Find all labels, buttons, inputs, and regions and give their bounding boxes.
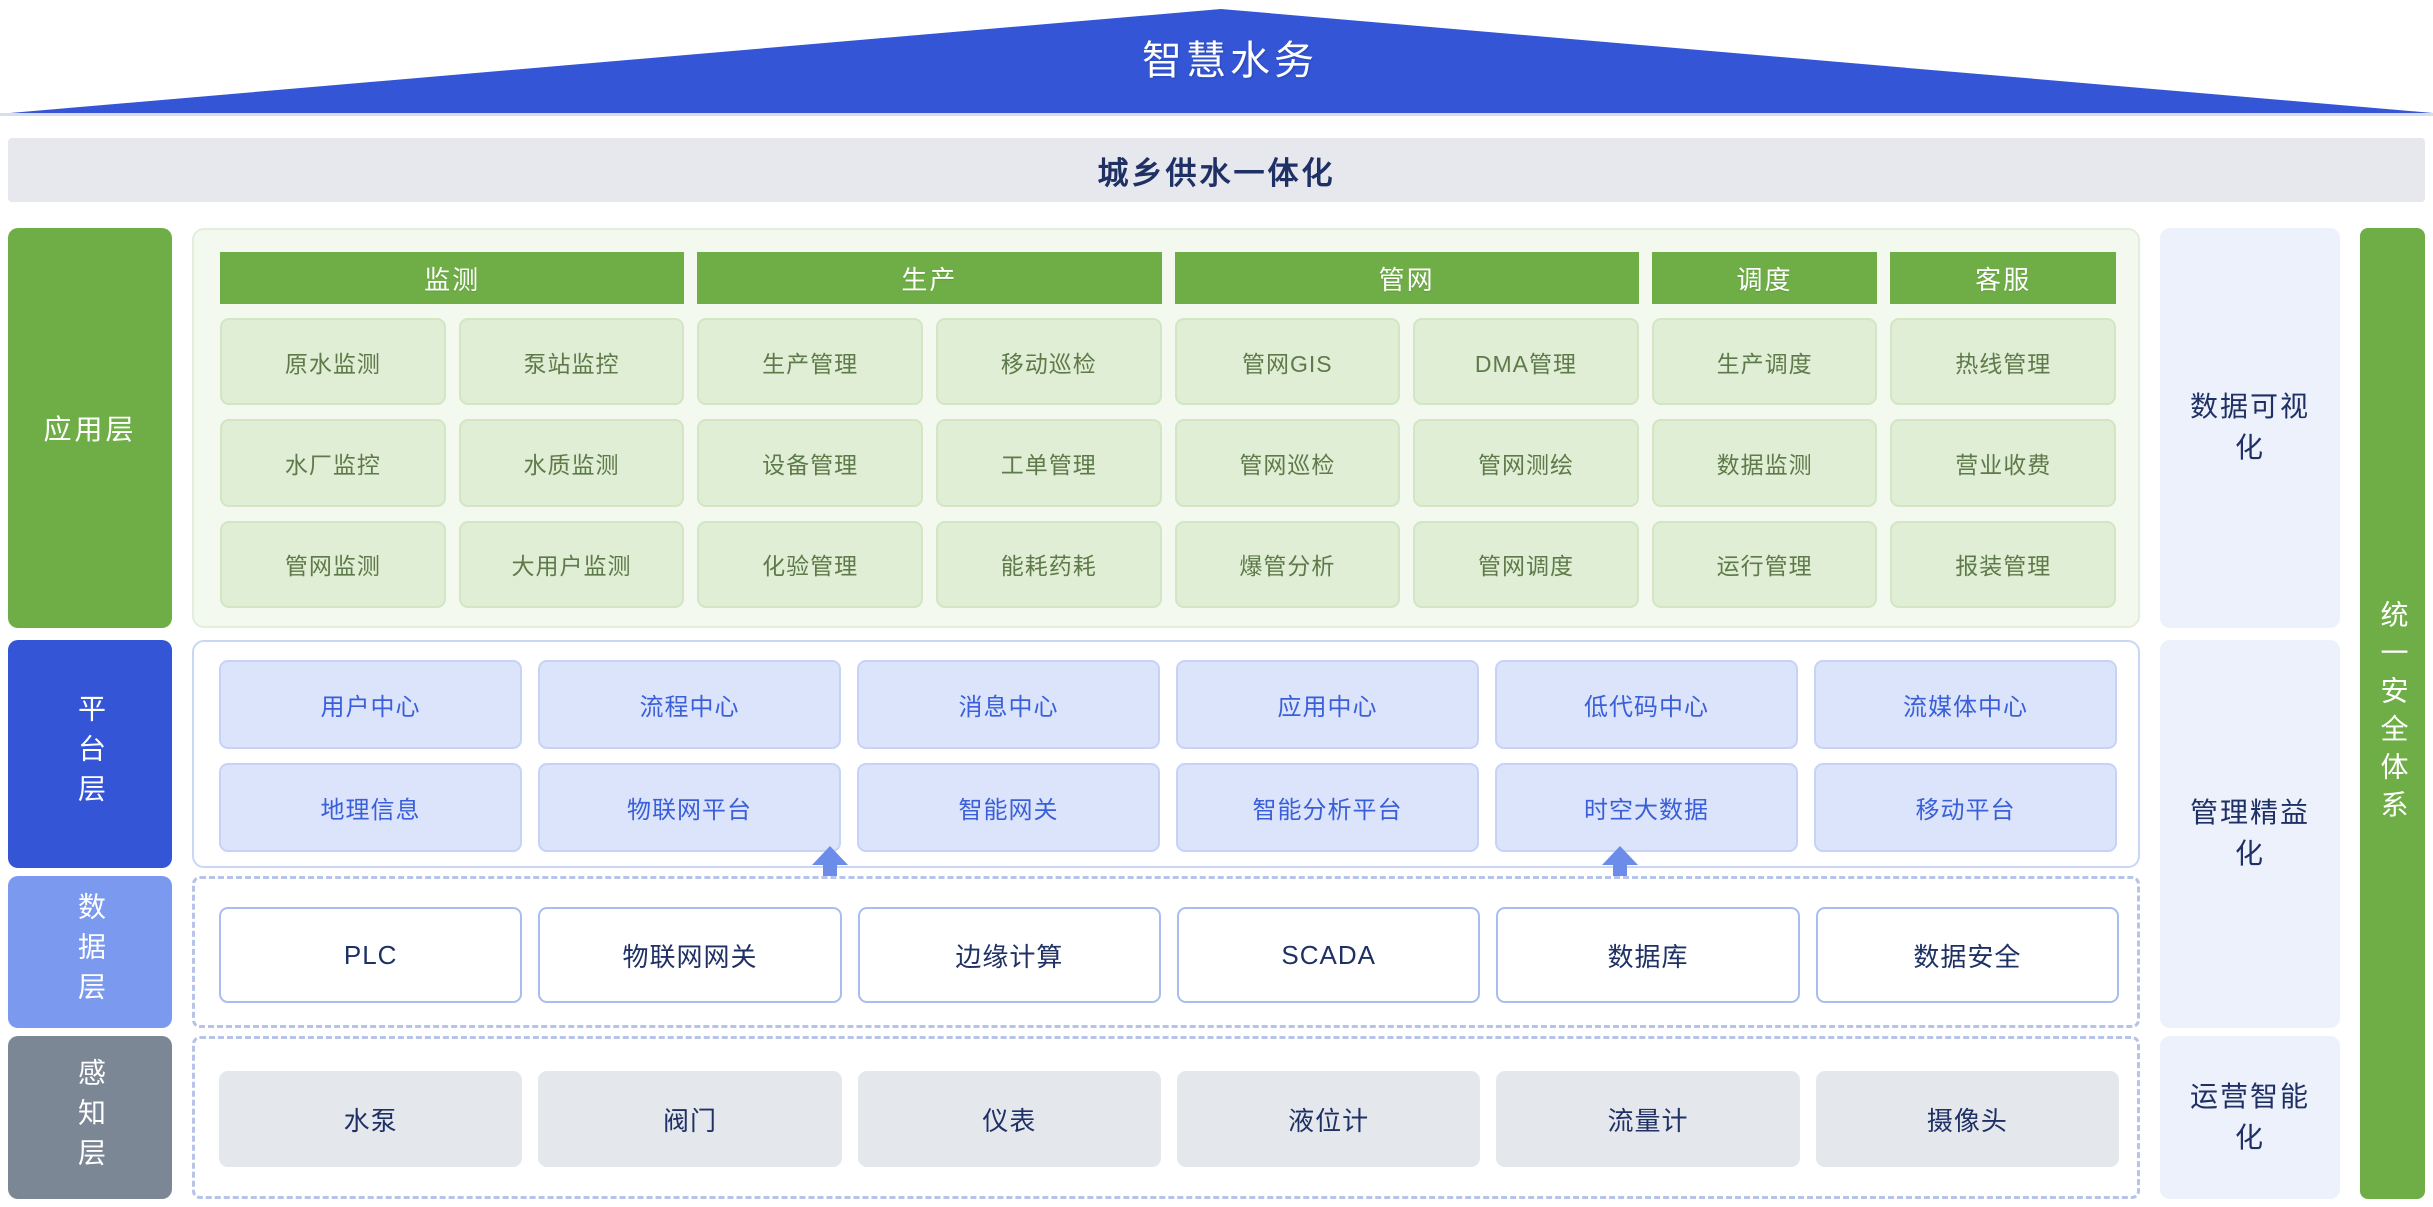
app-module[interactable]: 管网监测: [220, 520, 446, 608]
layer-label-platform: 平台层: [8, 640, 172, 868]
platform-module[interactable]: 流程中心: [538, 660, 841, 749]
page-title: 智慧水务: [1142, 39, 1318, 83]
sense-grid: 水泵 阀门 仪表 液位计 流量计 摄像头: [219, 1071, 2119, 1167]
pillar-operation-intelligent: 运营智能化: [2160, 1036, 2340, 1199]
platform-module[interactable]: 物联网平台: [538, 763, 841, 852]
platform-module[interactable]: 低代码中心: [1495, 660, 1798, 749]
platform-grid: 用户中心 流程中心 消息中心 应用中心 低代码中心 流媒体中心 地理信息 物联网…: [219, 660, 2117, 852]
sense-layer-panel: 水泵 阀门 仪表 液位计 流量计 摄像头: [192, 1036, 2140, 1199]
data-module[interactable]: 数据库: [1496, 907, 1800, 1003]
subtitle-text: 城乡供水一体化: [1097, 155, 1336, 191]
sense-module[interactable]: 阀门: [538, 1071, 842, 1167]
app-module[interactable]: 泵站监控: [458, 318, 685, 406]
platform-module[interactable]: 时空大数据: [1495, 763, 1798, 852]
layer-label-data: 数据层: [8, 876, 172, 1028]
app-module[interactable]: 工单管理: [935, 419, 1162, 507]
platform-module[interactable]: 智能分析平台: [1176, 763, 1479, 852]
app-module[interactable]: 生产调度: [1651, 318, 1878, 406]
platform-module[interactable]: 移动平台: [1814, 763, 2117, 852]
layer-label-application: 应用层: [8, 228, 172, 628]
app-module[interactable]: 热线管理: [1890, 318, 2116, 406]
data-module[interactable]: 数据安全: [1815, 907, 2119, 1003]
unified-security-system-bar: 统一安全体系: [2360, 228, 2425, 1199]
app-module[interactable]: 设备管理: [697, 419, 923, 507]
platform-layer-panel: 用户中心 流程中心 消息中心 应用中心 低代码中心 流媒体中心 地理信息 物联网…: [192, 640, 2140, 868]
app-module[interactable]: 化验管理: [697, 520, 923, 608]
pillar-data-visualization: 数据可视化: [2160, 228, 2340, 628]
app-module[interactable]: 营业收费: [1890, 419, 2116, 507]
platform-module[interactable]: 智能网关: [857, 763, 1160, 852]
roof-banner: 智慧水务: [0, 0, 2433, 122]
app-group-header-guanwang[interactable]: 管网: [1174, 252, 1639, 304]
platform-module[interactable]: 用户中心: [219, 660, 522, 749]
app-module[interactable]: 水质监测: [458, 419, 685, 507]
app-module[interactable]: 报装管理: [1890, 520, 2116, 608]
app-module[interactable]: 生产管理: [697, 318, 923, 406]
app-module[interactable]: 大用户监测: [458, 520, 685, 608]
data-layer-panel: PLC 物联网网关 边缘计算 SCADA 数据库 数据安全: [192, 876, 2140, 1028]
app-module[interactable]: 能耗药耗: [935, 520, 1162, 608]
roof-triangle-icon: [0, 9, 2433, 116]
data-module[interactable]: 边缘计算: [857, 907, 1161, 1003]
data-module[interactable]: PLC: [219, 907, 523, 1003]
app-module[interactable]: 运行管理: [1651, 520, 1878, 608]
application-layer-panel: 监测 生产 管网 调度 客服 原水监测 泵站监控 生产管理 移动巡检 管网GIS…: [192, 228, 2140, 628]
sense-module[interactable]: 仪表: [857, 1071, 1161, 1167]
app-module[interactable]: 水厂监控: [220, 419, 446, 507]
app-module[interactable]: 管网测绘: [1413, 419, 1639, 507]
app-module[interactable]: 管网巡检: [1174, 419, 1401, 507]
sense-module[interactable]: 流量计: [1496, 1071, 1800, 1167]
data-module[interactable]: SCADA: [1177, 907, 1481, 1003]
app-group-header-jiance[interactable]: 监测: [220, 252, 685, 304]
platform-module[interactable]: 消息中心: [857, 660, 1160, 749]
application-grid: 监测 生产 管网 调度 客服 原水监测 泵站监控 生产管理 移动巡检 管网GIS…: [220, 252, 2116, 608]
sense-module[interactable]: 液位计: [1177, 1071, 1481, 1167]
platform-module[interactable]: 流媒体中心: [1814, 660, 2117, 749]
app-module[interactable]: 移动巡检: [935, 318, 1162, 406]
app-module[interactable]: 管网调度: [1413, 520, 1639, 608]
pillar-management-lean: 管理精益化: [2160, 640, 2340, 1028]
app-module[interactable]: 管网GIS: [1174, 318, 1401, 406]
data-module[interactable]: 物联网网关: [538, 907, 842, 1003]
layer-label-sense: 感知层: [8, 1036, 172, 1199]
sense-module[interactable]: 摄像头: [1815, 1071, 2119, 1167]
app-module[interactable]: DMA管理: [1413, 318, 1639, 406]
app-group-header-kefu[interactable]: 客服: [1890, 252, 2116, 304]
data-grid: PLC 物联网网关 边缘计算 SCADA 数据库 数据安全: [219, 907, 2119, 1003]
sense-module[interactable]: 水泵: [219, 1071, 523, 1167]
app-group-header-diaodu[interactable]: 调度: [1651, 252, 1878, 304]
app-module[interactable]: 爆管分析: [1174, 520, 1401, 608]
app-module[interactable]: 数据监测: [1651, 419, 1878, 507]
app-module[interactable]: 原水监测: [220, 318, 446, 406]
subtitle-bar: 城乡供水一体化: [8, 138, 2425, 202]
platform-module[interactable]: 应用中心: [1176, 660, 1479, 749]
platform-module[interactable]: 地理信息: [219, 763, 522, 852]
app-group-header-shengchan[interactable]: 生产: [697, 252, 1162, 304]
